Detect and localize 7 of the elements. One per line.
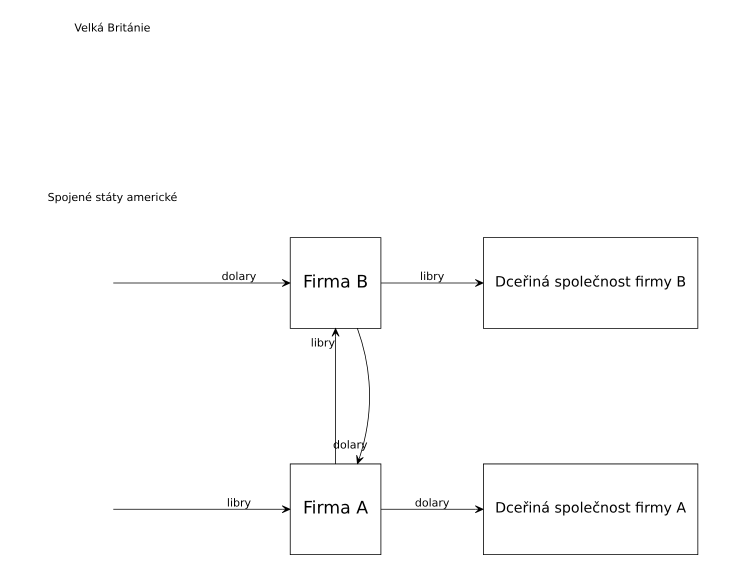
edge-label: dolary — [222, 270, 256, 284]
edge-label: libry — [420, 270, 444, 284]
label: Spojené státy americké — [48, 190, 178, 204]
edge-label: dolary — [414, 496, 450, 510]
edge-label: libry — [226, 496, 252, 510]
label: Velká Británie — [74, 21, 150, 34]
edge-label: libry — [310, 336, 335, 350]
